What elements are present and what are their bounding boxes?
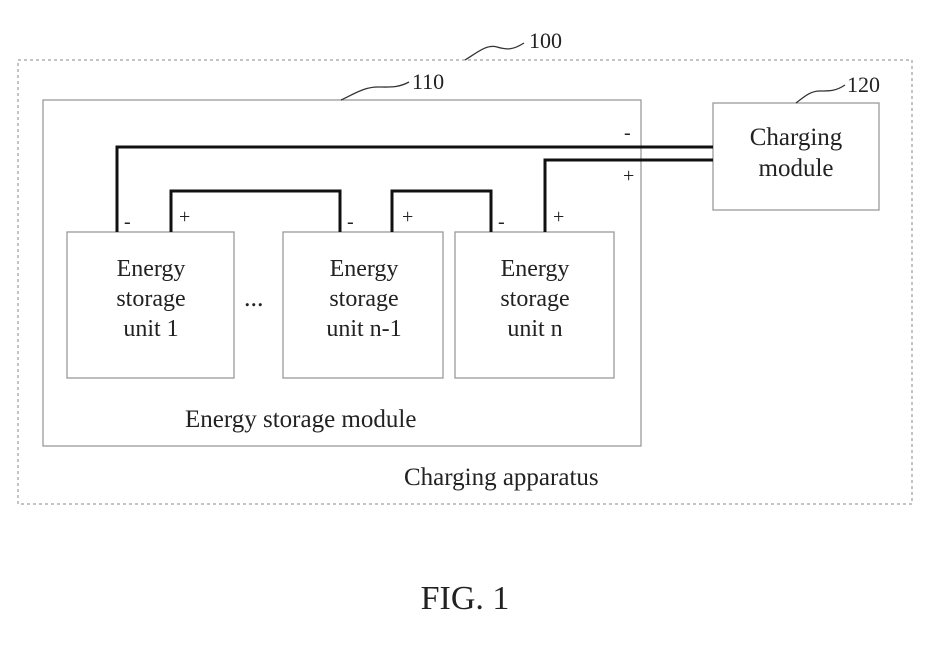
series-link-1 <box>171 191 340 232</box>
leader-line-120 <box>796 85 845 103</box>
unit-n-negative: - <box>498 210 505 235</box>
charging-terminal-negative: - <box>624 121 631 146</box>
charging-terminal-positive: + <box>623 164 634 189</box>
unit-1-negative: - <box>124 210 131 235</box>
ref-100: 100 <box>529 27 562 55</box>
unit-n-1-negative: - <box>347 210 354 235</box>
unit-1-line3: unit 1 <box>67 314 235 344</box>
ref-120: 120 <box>847 71 880 99</box>
energy-storage-unit-n-1-label: Energy storage unit n-1 <box>280 254 448 344</box>
unit-n-1-positive: + <box>402 205 413 230</box>
leader-line-100 <box>465 43 524 60</box>
units-ellipsis: ... <box>244 282 264 315</box>
unit-n-positive: + <box>553 205 564 230</box>
unit-1-positive: + <box>179 205 190 230</box>
charging-module-line1: Charging <box>713 122 879 153</box>
energy-storage-unit-1-label: Energy storage unit 1 <box>67 254 235 344</box>
unit-n-1-line1: Energy <box>280 254 448 284</box>
unit-n-line2: storage <box>451 284 619 314</box>
ref-110: 110 <box>412 68 444 96</box>
unit-n-line1: Energy <box>451 254 619 284</box>
unit-n-1-line3: unit n-1 <box>280 314 448 344</box>
unit-1-line2: storage <box>67 284 235 314</box>
leader-line-110 <box>341 82 409 100</box>
charging-apparatus-label: Charging apparatus <box>404 462 599 493</box>
unit-n-1-line2: storage <box>280 284 448 314</box>
charging-module-line2: module <box>713 153 879 184</box>
energy-storage-unit-n-label: Energy storage unit n <box>451 254 619 344</box>
unit-1-line1: Energy <box>67 254 235 284</box>
figure-caption: FIG. 1 <box>0 578 930 621</box>
energy-storage-module-label: Energy storage module <box>185 404 416 435</box>
charging-module-label: Charging module <box>713 122 879 185</box>
unit-n-line3: unit n <box>451 314 619 344</box>
